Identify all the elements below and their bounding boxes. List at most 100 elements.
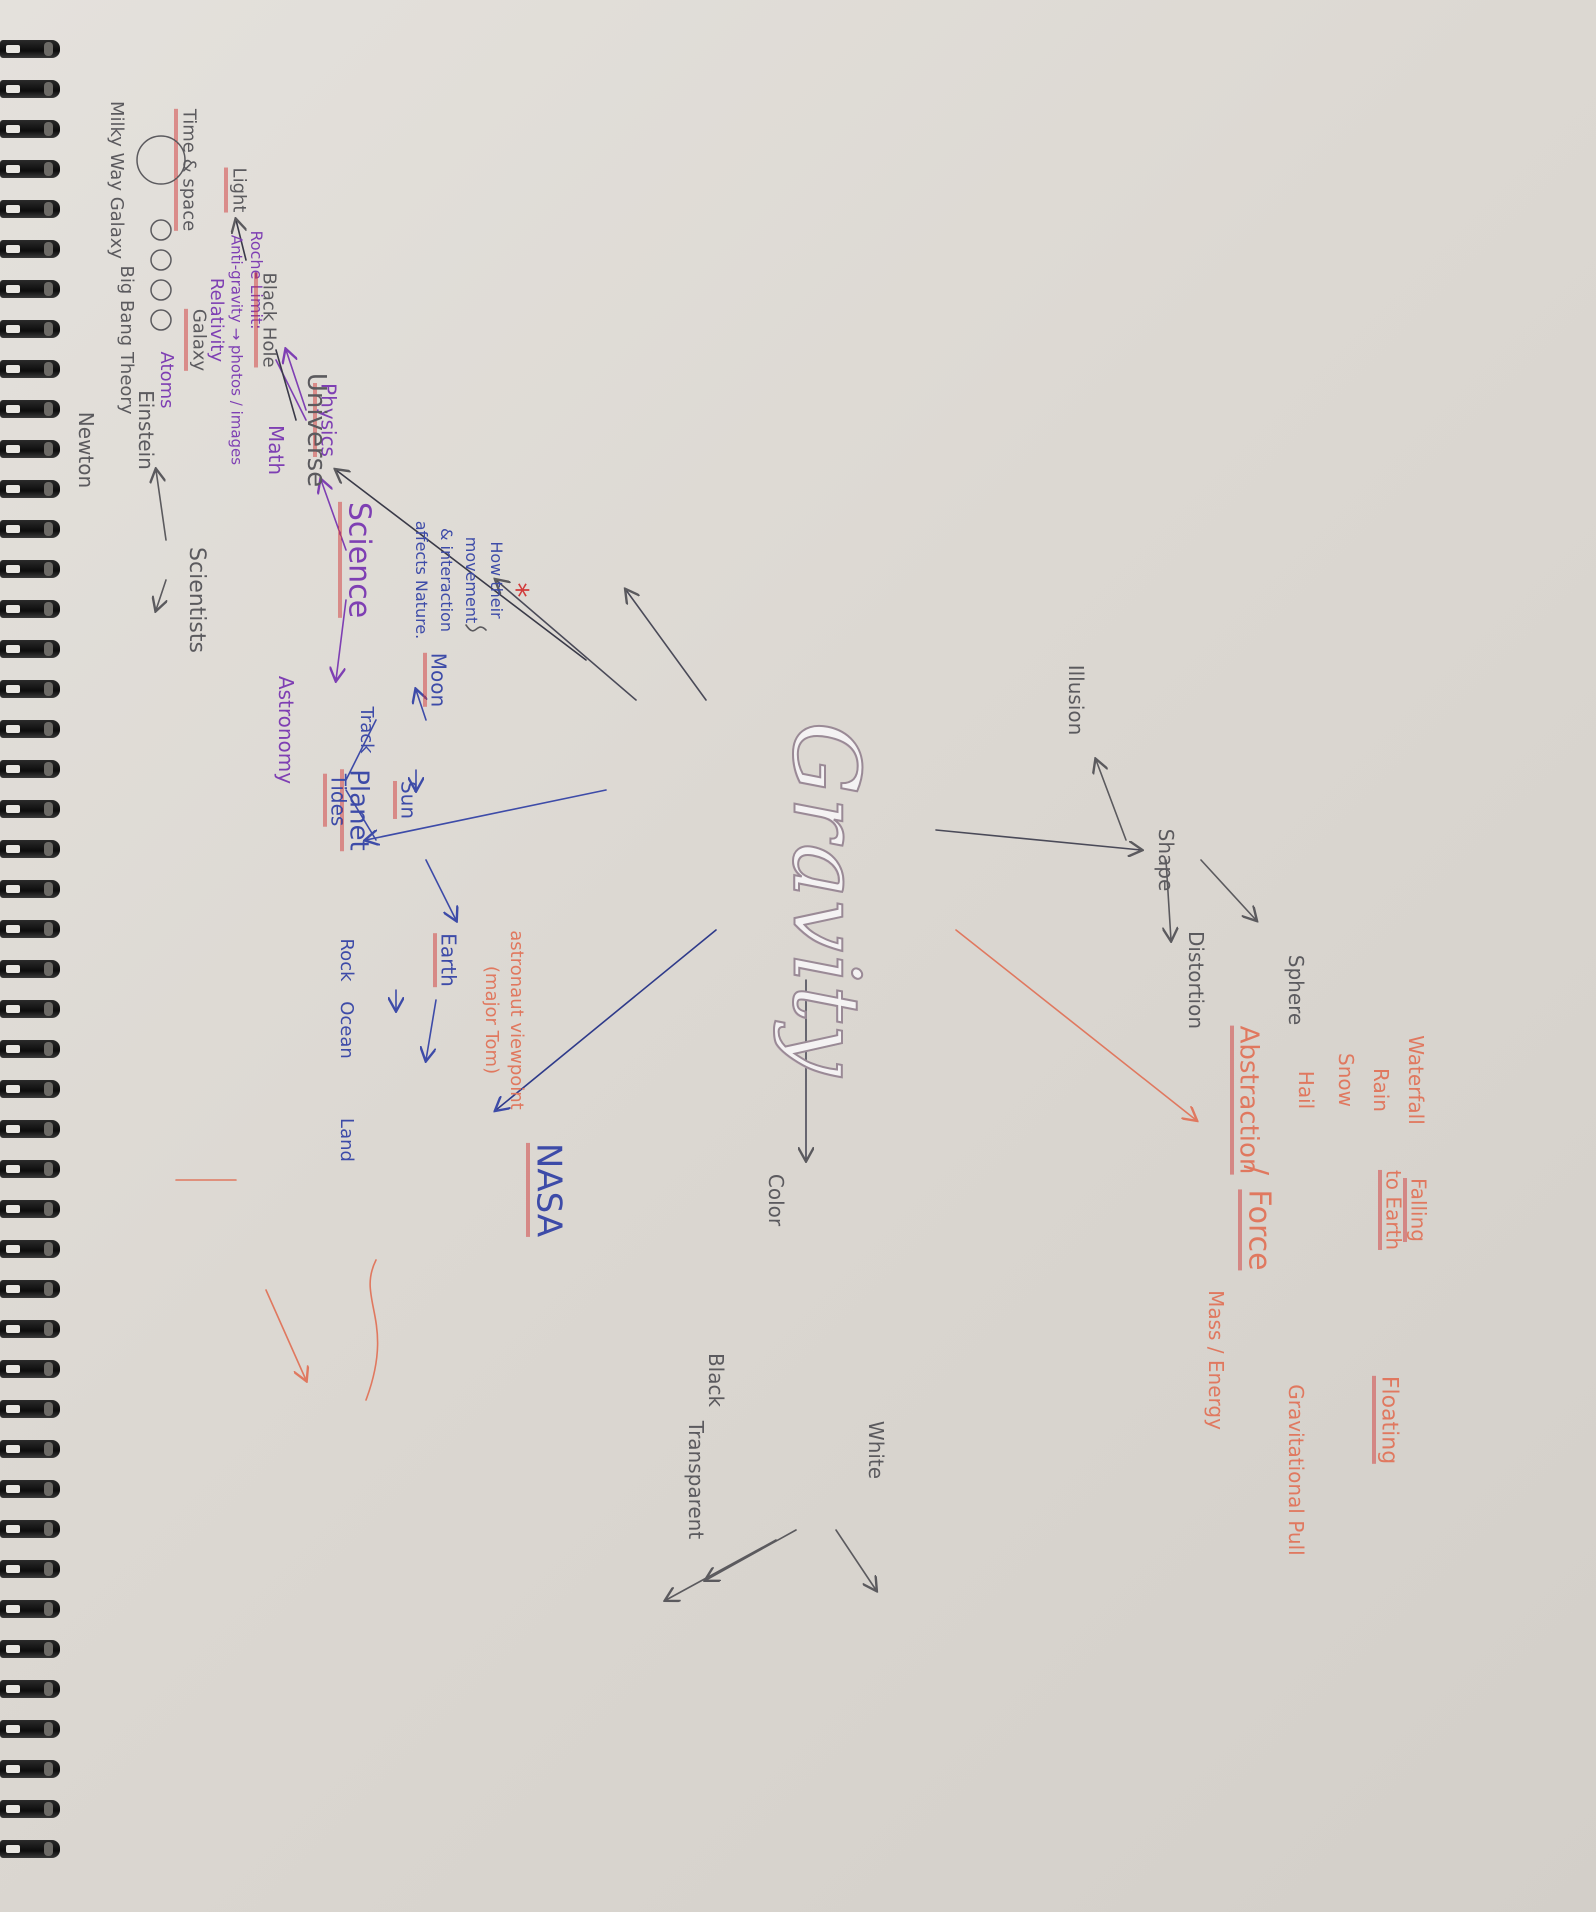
node-black-hole: Black Hole bbox=[254, 272, 280, 368]
binding-hole bbox=[44, 1322, 53, 1336]
binding-hole bbox=[44, 442, 53, 456]
line-shape-illusion bbox=[1096, 760, 1127, 841]
binding-hole bbox=[44, 1522, 53, 1536]
binding-hole bbox=[44, 1802, 53, 1816]
node-rock: Rock bbox=[336, 938, 357, 982]
node-ocean: Ocean bbox=[336, 1001, 357, 1059]
binding-hole bbox=[44, 282, 53, 296]
binding-hole bbox=[44, 962, 53, 976]
node-color: Color bbox=[764, 1173, 788, 1227]
binding-hole bbox=[44, 642, 53, 656]
node-waterfall: Waterfall bbox=[1404, 1035, 1428, 1125]
node-nasa: NASA bbox=[526, 1142, 569, 1238]
node-snow: Snow bbox=[1334, 1053, 1358, 1107]
node-math: Math bbox=[264, 424, 288, 476]
line-color-transparent bbox=[666, 1539, 777, 1600]
binding-hole bbox=[44, 1122, 53, 1136]
node-illusion: Illusion bbox=[1064, 664, 1088, 736]
binding-hole bbox=[44, 882, 53, 896]
node-land: Land bbox=[336, 1118, 357, 1162]
planet-note-4: affects Nature. bbox=[412, 520, 431, 640]
line-shape-distortion bbox=[1166, 859, 1171, 940]
line-scientists-einstein bbox=[156, 470, 167, 541]
binding-hole bbox=[44, 362, 53, 376]
node-scientists: Scientists bbox=[184, 547, 209, 653]
binding-hole bbox=[44, 402, 53, 416]
node-science: Science bbox=[338, 501, 377, 619]
roche-doodle bbox=[136, 135, 186, 331]
binding-hole bbox=[44, 722, 53, 736]
line-moon-tides bbox=[345, 719, 377, 781]
node-astronomy: Astronomy bbox=[274, 675, 298, 785]
binding-hole bbox=[44, 842, 53, 856]
node-newton: Newton bbox=[74, 411, 98, 489]
asterisk-mark: * bbox=[499, 582, 534, 598]
line-gravity-universe bbox=[336, 470, 587, 661]
binding-hole bbox=[44, 1282, 53, 1296]
binding-hole bbox=[44, 602, 53, 616]
binding-hole bbox=[44, 562, 53, 576]
line-universe-blackhole bbox=[275, 349, 297, 421]
line-science-astronomy bbox=[336, 599, 347, 680]
node-light: Light bbox=[224, 167, 250, 213]
binding-hole bbox=[44, 762, 53, 776]
line-gravity-shape bbox=[935, 829, 1141, 850]
binding-hole bbox=[44, 1402, 53, 1416]
binding-hole bbox=[44, 122, 53, 136]
binding-hole bbox=[44, 1042, 53, 1056]
nasa-note-2: (major Tom) bbox=[481, 965, 502, 1075]
node-mass-energy: Mass / Energy bbox=[1204, 1290, 1228, 1430]
node-track: Track bbox=[356, 706, 377, 754]
node-shape: Shape bbox=[1154, 828, 1178, 892]
binding-hole bbox=[44, 1602, 53, 1616]
binding-hole bbox=[44, 682, 53, 696]
node-atoms: Atoms bbox=[156, 351, 177, 409]
binding-hole bbox=[44, 1002, 53, 1016]
line-color-white bbox=[835, 1529, 876, 1590]
bracket bbox=[465, 624, 487, 632]
binding-hole bbox=[44, 922, 53, 936]
line-force-mass bbox=[365, 1259, 379, 1401]
binding-hole bbox=[44, 1842, 53, 1856]
node-einstein: Einstein bbox=[134, 390, 158, 470]
node-transparent: Transparent bbox=[684, 1420, 708, 1540]
binding-hole bbox=[44, 1362, 53, 1376]
binding-hole bbox=[44, 802, 53, 816]
line-gravity-science bbox=[626, 590, 707, 701]
line-sun-tides bbox=[345, 789, 377, 841]
node-floating: Floating bbox=[1372, 1375, 1402, 1465]
node-sun: Sun bbox=[393, 780, 421, 820]
footnote: Anti-gravity → photos / images bbox=[227, 234, 246, 466]
node-universe: Universe bbox=[301, 372, 331, 488]
node-earth: Earth bbox=[433, 933, 461, 987]
line-shape-sphere bbox=[1200, 859, 1256, 920]
binding-hole bbox=[44, 1762, 53, 1776]
binding-hole bbox=[44, 1162, 53, 1176]
node-grav-pull: Gravitational Pull bbox=[1284, 1384, 1308, 1556]
map-title: Gravity bbox=[772, 721, 881, 1080]
node-to-earth: to Earth bbox=[1378, 1169, 1406, 1251]
binding-hole bbox=[44, 162, 53, 176]
node-sphere: Sphere bbox=[1284, 954, 1308, 1026]
line-color-black bbox=[706, 1529, 797, 1580]
binding-hole bbox=[44, 1722, 53, 1736]
binding-hole bbox=[44, 482, 53, 496]
node-abstraction: Abstraction bbox=[1230, 1025, 1264, 1175]
binding-hole bbox=[44, 1242, 53, 1256]
node-force: Force bbox=[1238, 1189, 1277, 1271]
line-physics-roche bbox=[286, 350, 307, 411]
binding-hole bbox=[44, 1682, 53, 1696]
planet-note-3: & interaction bbox=[437, 527, 456, 633]
line-planet-earth bbox=[425, 859, 456, 920]
node-distortion: Distortion bbox=[1184, 931, 1208, 1029]
binding-hole bbox=[44, 42, 53, 56]
binding-hole bbox=[44, 242, 53, 256]
binding-hole bbox=[44, 1442, 53, 1456]
line-science-physics bbox=[321, 480, 347, 551]
binding-hole bbox=[44, 1482, 53, 1496]
node-tides: Tides bbox=[323, 773, 351, 827]
spiral-binding bbox=[0, 40, 70, 1900]
